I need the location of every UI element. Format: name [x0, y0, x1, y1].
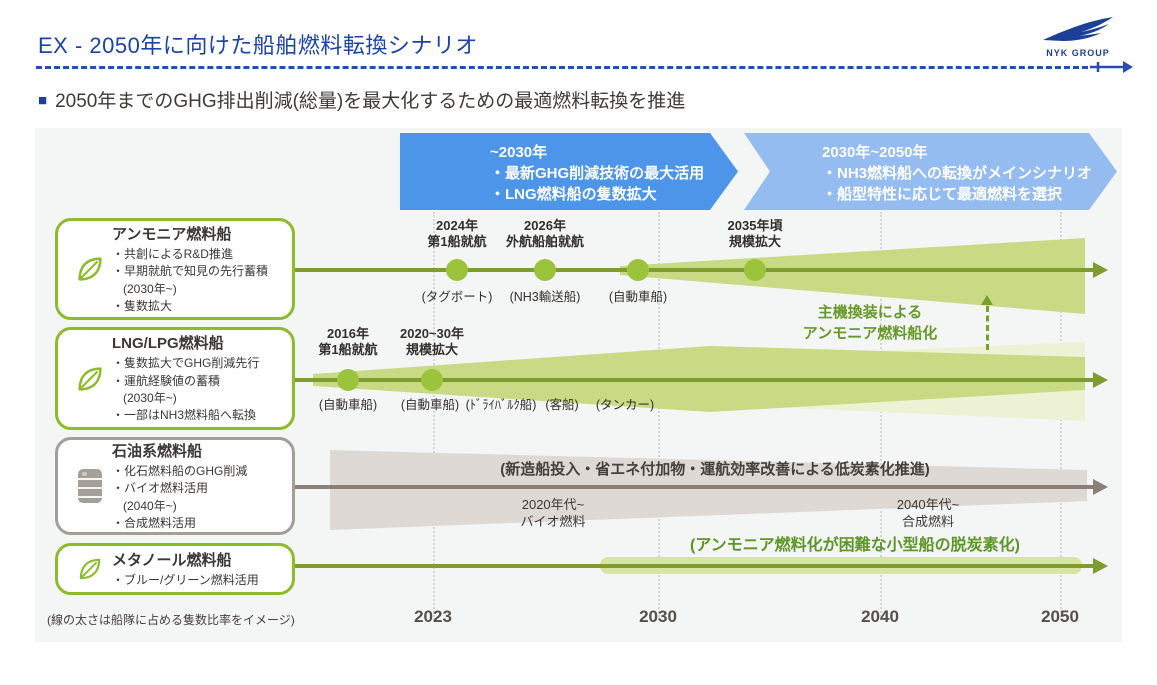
- oil-band: [330, 450, 1087, 530]
- milestone-label: 2026年 外航船舶就航: [505, 218, 584, 250]
- oil-phase-label: 2040年代~ 合成燃料: [896, 497, 960, 529]
- milestone-label: 2024年 第1船就航: [427, 218, 487, 250]
- leaf-icon: [68, 362, 112, 396]
- retrofit-arrow-up-icon: [981, 295, 993, 305]
- ship-type-label: (自動車船): [400, 398, 460, 412]
- oil-caption: (新造船投入・省エネ付加物・運航効率改善による低炭素化推進): [500, 461, 930, 478]
- slide-subtitle: ■ 2050年までのGHG排出削減(総量)を最大化するための最適燃料転換を推進: [38, 86, 685, 113]
- milestone-dot: [446, 259, 468, 281]
- axis-year: 2030: [639, 607, 677, 626]
- nyk-wing-icon: [1043, 17, 1113, 41]
- milestone-label: 2016年 第1船就航: [318, 326, 378, 358]
- ammonia-band: [620, 238, 1085, 314]
- methanol-caption: (アンモニア燃料化が困難な小型船の脱炭素化): [689, 537, 1021, 554]
- oil-timeline-line: [295, 485, 1095, 489]
- lng-arrowhead-icon: [1093, 372, 1108, 388]
- oil-arrowhead-icon: [1093, 479, 1108, 495]
- milestone-dot: [744, 259, 766, 281]
- gridline-2040: [880, 212, 882, 620]
- gridline-2023: [433, 212, 435, 620]
- methanol-arrowhead-icon: [1093, 558, 1108, 574]
- banner-bullet: ・最新GHG削減技術の最大活用: [490, 165, 705, 182]
- banner-bullet: ・NH3燃料船への転換がメインシナリオ: [822, 165, 1093, 182]
- fuel-box-ammonia: アンモニア燃料船 ・共創によるR&D推進 ・早期就航で知見の先行蓄積 (2030…: [55, 218, 295, 320]
- square-bullet-icon: ■: [38, 92, 48, 109]
- ship-type-label: (自動車船): [318, 398, 378, 412]
- oil-phase-label: 2020年代~ バイオ燃料: [520, 497, 586, 529]
- fuel-box-lng-lpg: LNG/LPG燃料船 ・隻数拡大でGHG削減先行 ・運航経験値の蓄積 (2030…: [55, 327, 295, 430]
- leaf-icon: [68, 252, 112, 286]
- banner-title: 2030年~2050年: [822, 144, 928, 161]
- nyk-logo: NYK GROUP: [1028, 16, 1128, 58]
- divider-arrow-icon: [1090, 61, 1133, 73]
- phase-banner-2030: ~2030年 ・最新GHG削減技術の最大活用 ・LNG燃料船の隻数拡大: [400, 133, 738, 210]
- banner-bullet: ・LNG燃料船の隻数拡大: [490, 186, 657, 203]
- ammonia-timeline-line: [295, 268, 1095, 272]
- milestone-dot: [337, 369, 359, 391]
- milestone-label: 2020~30年 規模拡大: [400, 326, 464, 358]
- fuel-box-title: 石油系燃料船: [112, 442, 203, 460]
- axis-year: 2023: [414, 607, 452, 626]
- dashed-divider: [36, 66, 1088, 69]
- axis-year: 2050: [1041, 607, 1079, 626]
- phase-banner-2030-2050: 2030年~2050年 ・NH3燃料船への転換がメインシナリオ ・船型特性に応じ…: [744, 133, 1117, 210]
- nyk-logo-text: NYK GROUP: [1046, 48, 1110, 58]
- page-title: EX - 2050年に向けた船舶燃料転換シナリオ: [38, 33, 478, 58]
- retrofit-dashed-arrow: [986, 306, 989, 350]
- ship-type-label: (NH3輸送船): [509, 290, 581, 304]
- methanol-timeline-line: [295, 564, 1095, 568]
- retrofit-note: 主機換装による アンモニア燃料船化: [802, 304, 938, 342]
- milestone-label: 2035年頃 規模拡大: [727, 218, 783, 250]
- gridline-2030: [658, 212, 660, 620]
- lng-timeline-line: [295, 378, 1095, 382]
- ship-type-label: (ﾄﾞﾗｲﾊﾞﾙｸ船): [465, 398, 537, 412]
- footnote: (線の太さは船隊に占める隻数比率をイメージ): [47, 613, 295, 627]
- ammonia-arrowhead-icon: [1093, 262, 1108, 278]
- milestone-dot: [627, 259, 649, 281]
- banner-bullet: ・船型特性に応じて最適燃料を選択: [822, 186, 1063, 203]
- roadmap-chart: ~2030年 ・最新GHG削減技術の最大活用 ・LNG燃料船の隻数拡大 2030…: [35, 128, 1122, 642]
- fuel-box-title: LNG/LPG燃料船: [112, 335, 224, 353]
- milestone-dot: [534, 259, 556, 281]
- milestone-dot: [421, 369, 443, 391]
- ship-type-label: (客船): [545, 398, 579, 412]
- leaf-icon: [68, 554, 112, 584]
- axis-year: 2040: [861, 607, 899, 626]
- oil-barrel-icon: [68, 467, 112, 505]
- ship-type-label: (自動車船): [608, 290, 668, 304]
- ship-type-label: (タグボート): [421, 290, 493, 304]
- fuel-box-title: メタノール燃料船: [112, 551, 232, 569]
- fuel-box-methanol: メタノール燃料船 ・ブルー/グリーン燃料活用: [55, 543, 295, 595]
- banner-title: ~2030年: [490, 144, 548, 161]
- ship-type-label: (タンカー): [595, 398, 655, 412]
- fuel-box-title: アンモニア燃料船: [112, 225, 232, 243]
- subtitle-text: 2050年までのGHG排出削減(総量)を最大化するための最適燃料転換を推進: [55, 91, 686, 112]
- fuel-box-oil: 石油系燃料船 ・化石燃料船のGHG削減 ・バイオ燃料活用 (2040年~) ・合…: [55, 437, 295, 535]
